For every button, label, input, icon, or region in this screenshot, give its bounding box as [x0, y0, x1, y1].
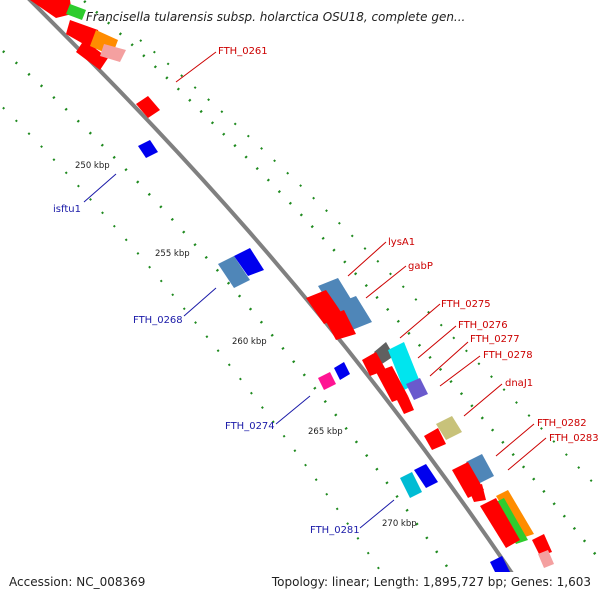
label-fth-0274[interactable]: FTH_0274: [225, 421, 275, 432]
topology-text: Topology: linear; Length: 1,895,727 bp; …: [271, 575, 591, 589]
gene-bottom-blue[interactable]: [490, 556, 510, 578]
tick-ring-inner-1: [0, 46, 453, 572]
gene-fth-0261[interactable]: [136, 96, 160, 118]
gene-fth-0275-cluster[interactable]: [362, 342, 428, 414]
label-isftu1[interactable]: isftu1: [53, 204, 81, 215]
kbp-label-250: 250 kbp: [75, 161, 110, 171]
tick-ring-inner-2: [0, 103, 383, 572]
kbp-label-265: 265 kbp: [308, 427, 343, 437]
map-title: Francisella tularensis subsp. holarctica…: [86, 10, 466, 24]
label-lysa1[interactable]: lysA1: [388, 237, 415, 248]
label-fth-0277[interactable]: FTH_0277: [470, 334, 520, 345]
label-fth-0268[interactable]: FTH_0268: [133, 315, 183, 326]
label-fth-0261[interactable]: FTH_0261: [218, 46, 268, 57]
kbp-label-270: 270 kbp: [382, 519, 417, 529]
label-fth-0281[interactable]: FTH_0281: [310, 525, 360, 536]
label-dnaj1[interactable]: dnaJ1: [505, 378, 533, 389]
label-fth-0283[interactable]: FTH_0283: [549, 433, 599, 444]
top-gene-cluster[interactable]: [30, 0, 126, 70]
gene-fth-0281-cluster[interactable]: [400, 464, 438, 498]
label-leaders: [83, 51, 547, 529]
tick-ring-outer-1: [81, 0, 600, 561]
label-gabp[interactable]: gabP: [408, 261, 433, 272]
gene-fth-0274-cluster[interactable]: [318, 362, 350, 390]
tick-ring-outer-2: [139, 39, 600, 491]
label-fth-0276[interactable]: FTH_0276: [458, 320, 508, 331]
gene-isftu1[interactable]: [138, 140, 158, 158]
label-fth-0275[interactable]: FTH_0275: [441, 299, 491, 310]
kbp-label-255: 255 kbp: [155, 249, 190, 259]
label-fth-0278[interactable]: FTH_0278: [483, 350, 533, 361]
label-fth-0282[interactable]: FTH_0282: [537, 418, 587, 429]
gene-lysa1-cluster[interactable]: [306, 278, 372, 340]
gene-fth-0282-cluster[interactable]: [452, 454, 554, 568]
gene-dnaj1-cluster[interactable]: [424, 416, 462, 450]
kbp-label-260: 260 kbp: [232, 337, 267, 347]
gene-fth-0268-cluster[interactable]: [218, 248, 264, 288]
accession-text: Accession: NC_008369: [9, 575, 146, 589]
